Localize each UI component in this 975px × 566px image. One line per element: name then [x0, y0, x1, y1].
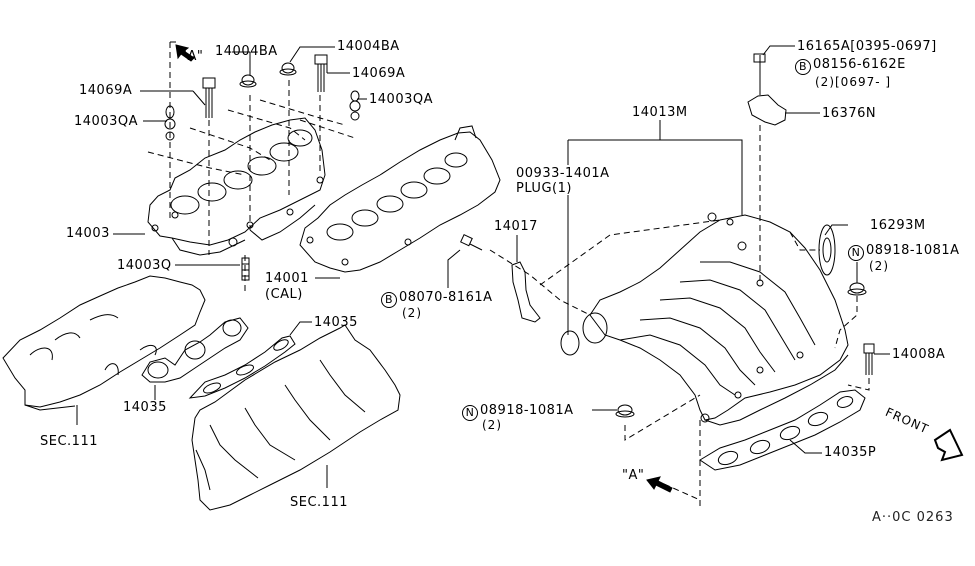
nut-08918-top [848, 283, 866, 295]
callout-16376N[interactable]: 16376N [822, 106, 877, 121]
bolt-14069A-left [203, 78, 215, 118]
view-marker-top: "A" [181, 49, 204, 64]
stud-14003QA-left [165, 106, 175, 140]
callout-08918-top-label: 08918-1081A [866, 243, 960, 258]
front-arrow-icon [935, 430, 962, 460]
callout-14004BA-right[interactable]: 14004BA [337, 39, 400, 54]
callout-14069A-left[interactable]: 14069A [79, 83, 133, 98]
cylinder-block-right [192, 325, 400, 510]
callout-08918-bottom-label: 08918-1081A [480, 403, 574, 418]
view-arrow-top [176, 45, 194, 61]
callout-14001[interactable]: 14001 [265, 271, 309, 286]
gasket-16293M [819, 225, 835, 275]
bolt-14008A [864, 344, 874, 375]
nut-14004BA-right [280, 63, 296, 75]
intake-manifold-lower-left [148, 118, 325, 255]
callout-14008A[interactable]: 14008A [892, 347, 946, 362]
cylinder-head-left [3, 276, 205, 410]
callout-14001-note: (CAL) [265, 287, 303, 302]
bracket-16376N [748, 54, 786, 125]
leader-lines [77, 46, 890, 488]
alignment-lines-right [490, 125, 869, 510]
b-badge-icon: B [381, 292, 397, 308]
callout-plug-part[interactable]: 00933-1401A [516, 166, 610, 181]
callout-08918-bottom-note: (2) [482, 418, 502, 432]
callout-14013M[interactable]: 14013M [632, 105, 688, 120]
view-marker-bottom: "A" [622, 468, 645, 483]
callout-08918-top-note: (2) [869, 259, 889, 273]
gasket-14035-mid [190, 336, 295, 398]
bolt-14069A-right [315, 55, 327, 92]
callout-16293M[interactable]: 16293M [870, 218, 926, 233]
callout-08070-label: 08070-8161A [399, 290, 493, 305]
bracket-14017 [512, 262, 540, 322]
stud-14003QA-right [350, 91, 360, 120]
b-badge-icon: B [795, 59, 811, 75]
callout-14004BA-left[interactable]: 14004BA [215, 44, 278, 59]
callout-14003QA-left[interactable]: 14003QA [74, 114, 138, 129]
view-arrow-bottom [647, 477, 672, 492]
callout-14035-left[interactable]: 14035 [123, 400, 167, 415]
callout-14069A-right[interactable]: 14069A [352, 66, 406, 81]
callout-08070-note: (2) [402, 306, 422, 320]
nut-08918-bottom [616, 405, 634, 417]
callout-plug-note: PLUG(1) [516, 181, 572, 196]
callout-16165A[interactable]: 16165A[0395-0697] [797, 39, 937, 54]
intake-manifold-cal [300, 126, 500, 272]
callout-14003[interactable]: 14003 [66, 226, 110, 241]
bolt-08070 [461, 235, 482, 250]
intake-manifold-collector [561, 213, 848, 425]
stud-14003Q [242, 258, 249, 280]
callout-08156-note: (2)[0697- ] [815, 75, 892, 89]
callout-14003Q[interactable]: 14003Q [117, 258, 172, 273]
figure-code: A··0C 0263 [872, 510, 954, 525]
nut-14004BA-left [240, 75, 256, 87]
callout-sec111-right[interactable]: SEC.111 [290, 495, 348, 510]
alignment-lines-left [148, 42, 355, 295]
gasket-14035P [700, 390, 865, 470]
callout-sec111-left[interactable]: SEC.111 [40, 434, 98, 449]
callout-14003QA-right[interactable]: 14003QA [369, 92, 433, 107]
gasket-14035-left [142, 318, 248, 382]
callout-08156-6162E-label: 08156-6162E [813, 57, 906, 72]
callout-14035-mid[interactable]: 14035 [314, 315, 358, 330]
callout-14017[interactable]: 14017 [494, 219, 538, 234]
callout-14035P[interactable]: 14035P [824, 445, 877, 460]
n-badge-icon: N [462, 405, 478, 421]
n-badge-icon: N [848, 245, 864, 261]
